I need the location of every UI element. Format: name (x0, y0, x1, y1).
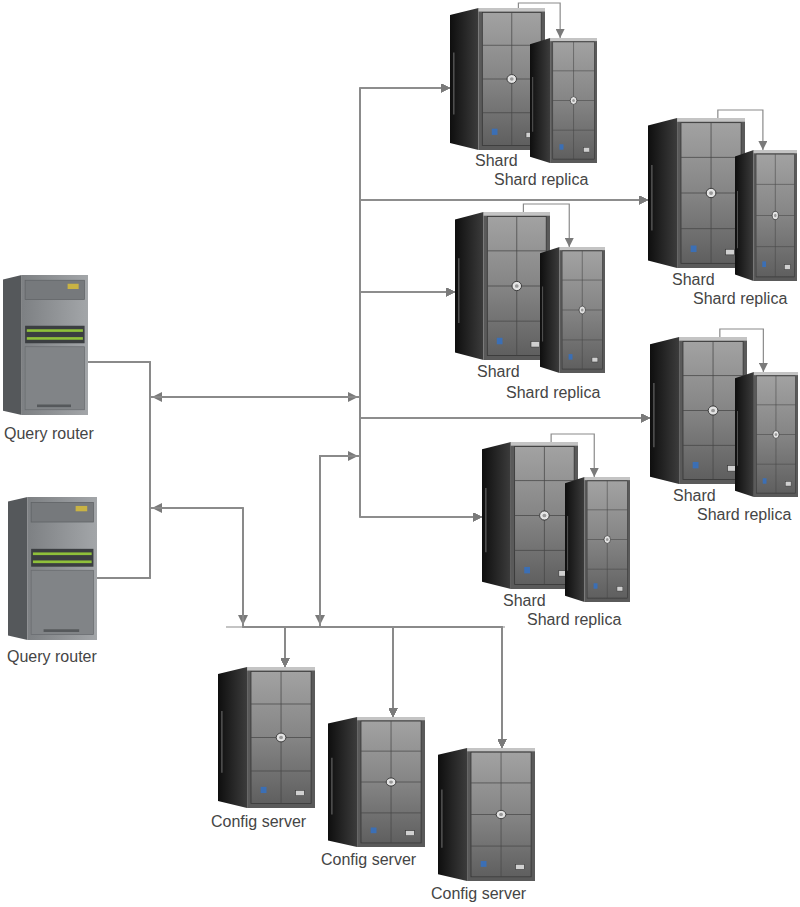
caption-holder: Shard replica (492, 171, 590, 189)
server-caption: Shard replica (492, 171, 590, 189)
shard-server: Shard (650, 337, 747, 484)
shard-server: Shard (455, 212, 550, 360)
caption-holder: Shard (473, 152, 520, 170)
network-link (320, 292, 502, 748)
network-link (285, 200, 648, 667)
query-router: Query router (8, 497, 97, 640)
server-illustration (218, 667, 315, 808)
server-caption: Shard (671, 487, 718, 505)
server-shape (735, 372, 798, 497)
caption-holder: Query router (2, 425, 96, 443)
server-shape (540, 247, 605, 373)
network-link (88, 362, 285, 667)
caption-holder: Shard replica (691, 290, 789, 308)
network-link (97, 292, 455, 578)
server-illustration (328, 717, 425, 847)
server-shape (455, 212, 550, 360)
server-caption: Config server (209, 813, 308, 831)
network-link (285, 418, 650, 667)
shard-server: Shard (482, 442, 578, 589)
replica-server: Shard replica (735, 150, 797, 281)
config-server: Config server (218, 667, 315, 808)
server-caption: Query router (5, 648, 99, 666)
network-link (285, 292, 455, 667)
caption-holder: Config server (319, 851, 418, 869)
network-link (88, 362, 393, 717)
replica-server: Shard replica (540, 247, 605, 373)
network-link (320, 200, 648, 717)
server-shape (565, 477, 630, 602)
server-shape (328, 717, 425, 847)
router-illustration (3, 275, 88, 415)
server-shape (648, 118, 745, 268)
server-caption: Config server (429, 885, 528, 903)
replica-server: Shard replica (530, 38, 597, 163)
server-shape (530, 38, 597, 163)
caption-holder: Config server (209, 813, 308, 831)
network-link (285, 88, 450, 667)
router-illustration (8, 497, 97, 640)
server-shape (218, 667, 315, 808)
server-shape (3, 275, 88, 415)
server-illustration (565, 477, 630, 602)
server-illustration (455, 212, 550, 360)
server-illustration (438, 748, 535, 881)
server-shape (438, 748, 535, 881)
network-link (320, 456, 482, 717)
caption-holder: Shard (670, 271, 717, 289)
server-caption: Shard replica (691, 290, 789, 308)
server-caption: Config server (319, 851, 418, 869)
server-illustration (735, 150, 797, 281)
server-caption: Shard (501, 592, 548, 610)
network-link (320, 200, 648, 748)
config-server: Config server (438, 748, 535, 881)
server-caption: Query router (2, 425, 96, 443)
caption-holder: Shard (671, 487, 718, 505)
server-illustration (540, 247, 605, 373)
replica-server: Shard replica (735, 372, 798, 497)
network-link (97, 397, 482, 578)
server-illustration (735, 372, 798, 497)
server-illustration (648, 118, 745, 268)
server-caption: Shard (670, 271, 717, 289)
caption-holder: Shard replica (525, 611, 623, 629)
server-caption: Shard replica (695, 506, 793, 524)
caption-holder: Query router (5, 648, 99, 666)
server-caption: Shard (475, 363, 522, 381)
server-shape (8, 497, 97, 640)
network-link (88, 200, 648, 397)
shard-server: Shard (648, 118, 745, 268)
network-link (285, 456, 482, 667)
network-link (320, 292, 455, 717)
caption-holder: Shard (501, 592, 548, 610)
query-router: Query router (3, 275, 88, 415)
network-link (88, 292, 455, 397)
network-link (320, 418, 650, 717)
network-link (320, 418, 650, 748)
caption-holder: Shard (475, 363, 522, 381)
network-link (320, 456, 502, 748)
replica-server: Shard replica (565, 477, 630, 602)
network-link (88, 362, 482, 517)
server-shape (735, 150, 797, 281)
server-illustration (530, 38, 597, 163)
network-link (88, 88, 450, 397)
caption-holder: Shard replica (504, 384, 602, 402)
server-caption: Shard (473, 152, 520, 170)
server-caption: Shard replica (525, 611, 623, 629)
server-caption: Shard replica (504, 384, 602, 402)
caption-holder: Config server (429, 885, 528, 903)
server-illustration (482, 442, 578, 589)
server-illustration (650, 337, 747, 484)
server-shape (482, 442, 578, 589)
network-link (320, 88, 450, 717)
server-shape (650, 337, 747, 484)
network-link (97, 508, 285, 667)
caption-holder: Shard replica (695, 506, 793, 524)
config-server: Config server (328, 717, 425, 847)
